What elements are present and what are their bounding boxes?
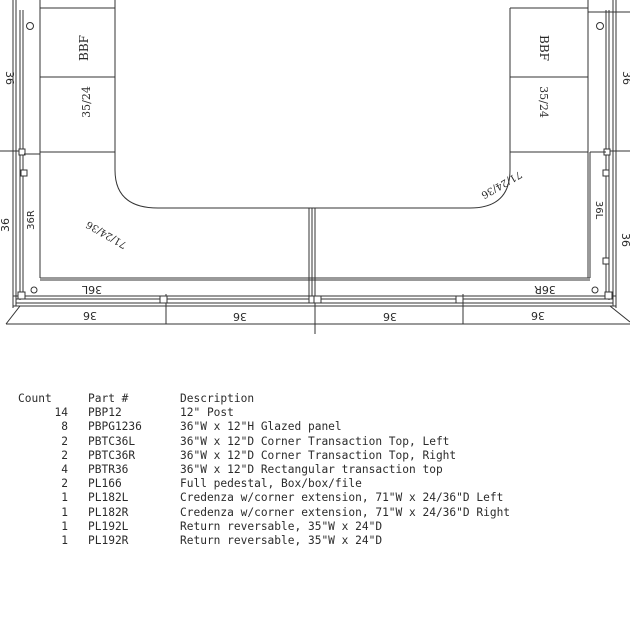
right-credenza — [509, 7, 606, 278]
side-36-left: 36 — [3, 71, 16, 85]
table-row: 2 PBTC36L 36"W x 12"D Corner Transaction T… — [18, 435, 510, 449]
row-description: 36"W x 12"D Corner Transaction Top, Righ… — [180, 448, 457, 462]
row-part-number: PL182L — [88, 491, 129, 505]
row-count: 2 — [61, 477, 68, 491]
dim-label-right: 35/24 — [537, 86, 550, 118]
table-row: 2 PL166 Full pedestal, Box/box/file — [18, 477, 510, 491]
table-row: 1 PL182R Credenza w/corner extension, 71"W… — [18, 506, 510, 520]
row-count: 2 — [61, 434, 68, 448]
post-36l-right: 36L — [593, 201, 604, 220]
bbf-label-left: BBF — [77, 35, 91, 61]
row-part-number: PL182R — [88, 505, 129, 519]
transaction-top-36l: 36L — [81, 283, 102, 296]
row-part-number: PL166 — [88, 477, 122, 491]
row-description: 36"W x 12"D Corner Transaction Top, Left — [180, 434, 450, 448]
bottom-dim-1: 36 — [83, 309, 97, 322]
row-part-number: PBTC36R — [88, 448, 136, 462]
row-count: 2 — [61, 448, 68, 462]
transaction-top-36r: 36R — [534, 283, 556, 296]
dim-label-left: 35/24 — [80, 86, 93, 118]
table-row: 8 PBPG1236 36"W x 12"H Glazed panel — [18, 420, 510, 434]
row-part-number: PBTR36 — [88, 463, 129, 477]
row-description: 12" Post — [180, 406, 234, 420]
row-description: Credenza w/corner extension, 71"W x 24/3… — [180, 491, 504, 505]
floor-plan-diagram: BBF 35/24 BBF 35/24 36 36 36 36 36R 36L … — [0, 0, 630, 334]
table-row: 1 PL182L Credenza w/corner extension, 71"W… — [18, 491, 510, 505]
corner-label-right: 71/24/36 — [479, 168, 523, 200]
table-row: 14 PBP12 12" Post — [18, 406, 510, 420]
bottom-dim-4: 36 — [531, 309, 545, 322]
row-part-number: PL192L — [88, 519, 129, 533]
row-part-number: PBTC36L — [88, 434, 136, 448]
row-description: Return reversable, 35"W x 24"D — [180, 519, 383, 533]
row-description: 36"W x 12"H Glazed panel — [180, 420, 342, 434]
bottom-dim-2: 36 — [233, 310, 247, 323]
row-part-number: PL192R — [88, 534, 129, 548]
row-description: 36"W x 12"D Rectangular transaction top — [180, 463, 443, 477]
row-description: Return reversable, 35"W x 24"D — [180, 534, 383, 548]
corner-label-left: 71/24/36 — [85, 218, 129, 250]
row-count: 4 — [61, 463, 68, 477]
row-description: Credenza w/corner extension, 71"W x 24/3… — [180, 505, 511, 519]
row-count: 8 — [61, 420, 68, 434]
side-36-right: 36 — [620, 71, 630, 85]
row-count: 1 — [61, 534, 68, 548]
table-row: 2 PBTC36R 36"W x 12"D Corner Transaction T… — [18, 449, 510, 463]
r36-right: 36 — [619, 233, 630, 247]
row-count: 1 — [61, 519, 68, 533]
table-row: 1 PL192L Return reversable, 35"W x 24"D — [18, 520, 510, 534]
post-markers — [17, 22, 613, 304]
bbf-label-right: BBF — [537, 35, 551, 61]
header-part-number: Part # — [88, 392, 129, 405]
row-part-number: PBP12 — [88, 406, 122, 420]
header-count: Count — [18, 392, 52, 405]
r36-left: 36 — [0, 218, 12, 232]
row-description: Full pedestal, Box/box/file — [180, 477, 362, 491]
row-count: 14 — [54, 406, 68, 420]
row-count: 1 — [61, 505, 68, 519]
table-row: 4 PBTR36 36"W x 12"D Rectangular transacti… — [18, 463, 510, 477]
row-count: 1 — [61, 491, 68, 505]
post-36r-left: 36R — [26, 210, 37, 230]
header-description: Description — [180, 392, 255, 405]
row-part-number: PBPG1236 — [88, 420, 142, 434]
table-row: 1 PL192R Return reversable, 35"W x 24"D — [18, 534, 510, 548]
parts-header-row: Count Part # Description — [18, 392, 510, 406]
center-panel — [308, 208, 316, 296]
bottom-dim-3: 36 — [383, 310, 397, 323]
right-wall-ticks — [20, 169, 610, 265]
